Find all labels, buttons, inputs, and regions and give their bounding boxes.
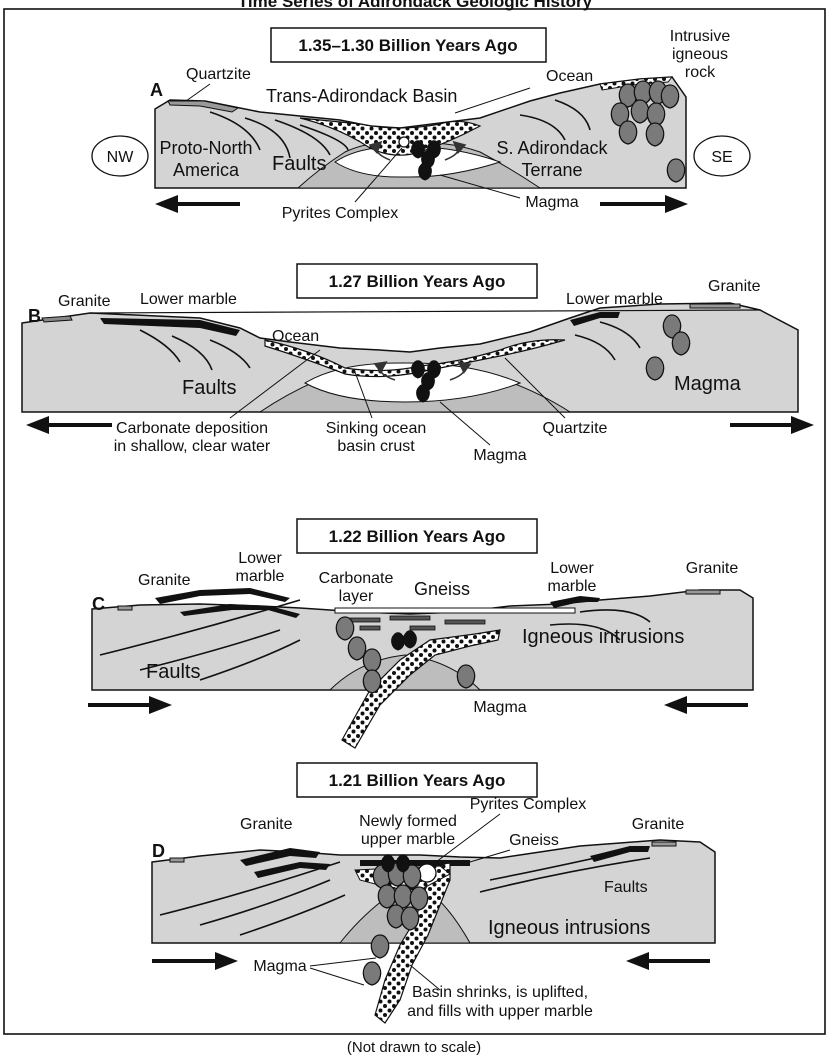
panel-b-sinking-label-2: basin crust (337, 438, 415, 455)
panel-d-marker: D (152, 841, 165, 861)
panel-b-magma-right-label: Magma (674, 373, 742, 395)
panel-c: 1.22 Billion Years Ago C Granite Lower m… (88, 519, 753, 748)
panel-b-sinking-label-1: Sinking ocean (326, 420, 427, 437)
panel-d-arrow-left (626, 952, 710, 970)
panel-a-intrusive-label-1: Intrusive (670, 28, 731, 45)
panel-c-lower-marble-left-label-1: Lower (238, 550, 282, 567)
panel-a-pyrites-label: Pyrites Complex (282, 205, 398, 222)
panel-c-lower-marble-right-label-1: Lower (550, 560, 594, 577)
panel-c-carbonate-layer (335, 608, 575, 613)
panel-c-igneous-label: Igneous intrusions (522, 626, 684, 648)
panel-a-quartzite-leader (186, 84, 210, 101)
panel-c-gneiss-label: Gneiss (414, 579, 470, 599)
panel-b-ocean-label: Ocean (272, 328, 319, 345)
panel-c-lower-marble-left-label-2: marble (236, 568, 285, 585)
panel-c-carbonate-label-2: layer (339, 588, 374, 605)
footer-note: (Not drawn to scale) (347, 1039, 481, 1056)
panel-c-granite-left-label: Granite (138, 572, 191, 589)
panel-c-arrow-left (664, 696, 748, 714)
panel-c-granite-right (686, 590, 720, 594)
panel-b-granite-right (690, 304, 740, 308)
panel-d-granite-right-label: Granite (632, 816, 685, 833)
panel-a-proto-label-2: America (173, 160, 240, 180)
panel-d-gneiss-label: Gneiss (509, 832, 559, 849)
panel-c-granite-left (118, 606, 132, 610)
panel-a-ocean-label: Ocean (546, 68, 593, 85)
panel-d-new-marble-label-2: upper marble (361, 831, 455, 848)
panel-d-granite-left (170, 858, 184, 862)
panel-a-arrow-left (155, 195, 240, 213)
panel-b-arrow-left (26, 416, 112, 434)
panel-a-pyrites-circle (399, 137, 409, 147)
panel-b: 1.27 Billion Years Ago B Granite Lower (22, 264, 814, 464)
panel-a-marker: A (150, 80, 163, 100)
panel-a-terrane-label-1: S. Adirondack (496, 138, 608, 158)
panel-a-quartzite-label: Quartzite (186, 66, 251, 83)
panel-c-marker: C (92, 594, 105, 614)
panel-c-title: 1.22 Billion Years Ago (329, 527, 506, 546)
panel-a-terrane-label-2: Terrane (521, 160, 582, 180)
panel-b-title: 1.27 Billion Years Ago (329, 272, 506, 291)
panel-b-quartzite-label: Quartzite (543, 420, 608, 437)
panel-b-arrow-right (730, 416, 814, 434)
panel-a-proto-label-1: Proto-North (159, 138, 252, 158)
panel-a: 1.35–1.30 Billion Years Ago A Q (92, 28, 750, 222)
panel-b-granite-left-label: Granite (58, 293, 111, 310)
panel-a-magma-label: Magma (525, 194, 578, 211)
panel-d-title: 1.21 Billion Years Ago (329, 771, 506, 790)
panel-c-lower-marble-right-label-2: marble (548, 578, 597, 595)
panel-b-lower-marble-left-label: Lower marble (140, 291, 237, 308)
panel-d-pyrites-label: Pyrites Complex (470, 796, 586, 813)
panel-d-arrow-right (152, 952, 238, 970)
panel-d-granite-left-label: Granite (240, 816, 293, 833)
panel-a-arrow-right (600, 195, 688, 213)
panel-a-se-label: SE (711, 149, 732, 166)
panel-a-basin-label: Trans-Adirondack Basin (266, 86, 457, 106)
panel-b-magma-bottom-label: Magma (473, 447, 526, 464)
panel-a-title: 1.35–1.30 Billion Years Ago (298, 36, 517, 55)
panel-c-magma-label: Magma (473, 699, 526, 716)
panel-d-basin-label-1: Basin shrinks, is uplifted, (412, 984, 588, 1001)
panel-a-intrusive-label-3: rock (685, 64, 716, 81)
panel-b-carbonate-label-1: Carbonate deposition (116, 420, 268, 437)
panel-b-marker: B (28, 306, 41, 326)
panel-a-nw-label: NW (107, 149, 135, 166)
panel-d: 1.21 Billion Years Ago D Granite Newly f… (152, 763, 715, 1023)
panel-c-arrow-right (88, 696, 172, 714)
panel-b-faults-label: Faults (182, 377, 236, 399)
panel-c-granite-right-label: Granite (686, 560, 739, 577)
panel-d-magma-label: Magma (253, 958, 306, 975)
panel-a-faults-label: Faults (272, 153, 326, 175)
panel-d-basin-label-2: and fills with upper marble (407, 1003, 593, 1020)
panel-d-granite-right (652, 842, 676, 846)
panel-a-intrusive-label-2: igneous (672, 46, 728, 63)
panel-d-new-marble-label-1: Newly formed (359, 813, 457, 830)
panel-b-granite-right-label: Granite (708, 278, 761, 295)
panel-c-lower-marble-left (155, 588, 290, 604)
panel-c-carbonate-label-1: Carbonate (319, 570, 394, 587)
panel-d-igneous-label: Igneous intrusions (488, 917, 650, 939)
panel-d-faults-label: Faults (604, 879, 648, 896)
panel-b-lower-marble-right-label: Lower marble (566, 291, 663, 308)
panel-c-faults-label: Faults (146, 661, 200, 683)
panel-b-carbonate-label-2: in shallow, clear water (114, 438, 271, 455)
